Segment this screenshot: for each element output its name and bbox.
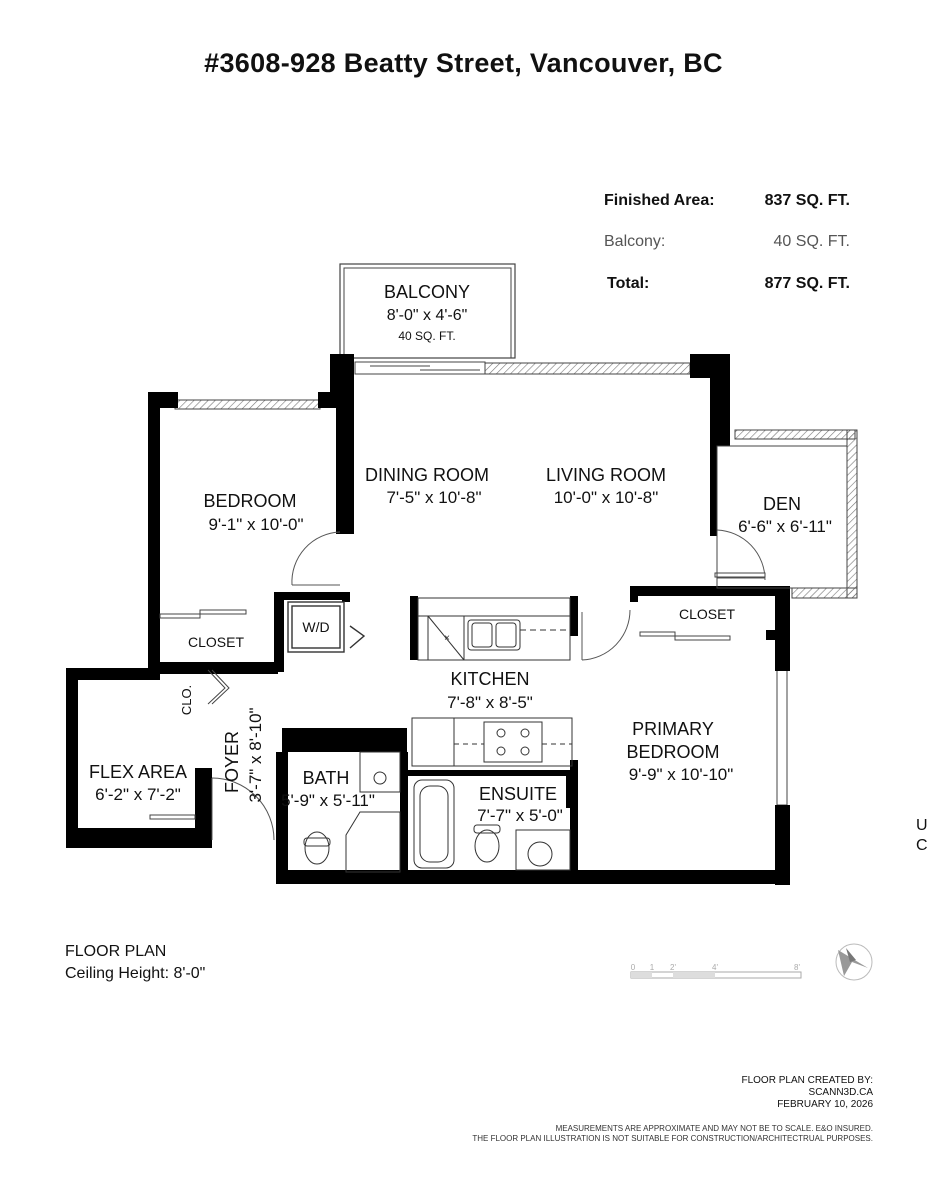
foyer-name: FOYER [222, 731, 242, 793]
scale-tick-1: 1 [650, 963, 655, 972]
credits: FLOOR PLAN CREATED BY: SCANN3D.CA FEBRUA… [741, 1075, 873, 1111]
scale-tick-0: 0 [631, 963, 636, 972]
scale-tick-4: 8' [794, 963, 800, 972]
kitchen-dims: 7'-8" x 8'-5" [447, 693, 533, 712]
credits-line-2: SCANN3D.CA [808, 1087, 873, 1098]
flex-name: FLEX AREA [89, 762, 187, 782]
total-area-value: 877 SQ. FT. [764, 275, 850, 292]
door-swings [211, 529, 766, 841]
bath-dims: 5'-9" x 5'-11" [281, 791, 375, 810]
finished-area-value: 837 SQ. FT. [764, 192, 850, 209]
ensuite-fixtures [473, 824, 571, 871]
kitchen-fixtures: × [411, 597, 573, 767]
closet-doors [149, 572, 766, 820]
den-name: DEN [763, 494, 801, 514]
den-dims: 6'-6" x 6'-11" [738, 517, 832, 536]
scale-bar: 0 1 2' 4' 8' [630, 963, 802, 979]
balcony-outline [339, 263, 516, 359]
primary-dims: 9'-9" x 10'-10" [629, 765, 734, 784]
floor-plan-label: FLOOR PLAN [65, 943, 167, 960]
closet-bed-name: CLOSET [188, 634, 244, 650]
ensuite-name: ENSUITE [479, 784, 557, 804]
bedroom-dims: 9'-1" x 10'-0" [208, 515, 303, 534]
windows [174, 362, 858, 806]
disclaimer-line-1: MEASUREMENTS ARE APPROXIMATE AND MAY NOT… [555, 1124, 873, 1133]
primary-name: PRIMARY [632, 719, 714, 739]
balcony-dims: 8'-0" x 4'-6" [387, 307, 468, 324]
page-title: #3608-928 Beatty Street, Vancouver, BC [204, 48, 723, 78]
bath-name: BATH [303, 768, 350, 788]
living-dims: 10'-0" x 10'-8" [554, 488, 659, 507]
room-labels: BALCONY 8'-0" x 4'-6" 40 SQ. FT. BEDROOM… [89, 282, 832, 825]
balcony-area-label: Balcony: [604, 233, 666, 250]
living-name: LIVING ROOM [546, 465, 666, 485]
flex-dims: 6'-2" x 7'-2" [95, 785, 181, 804]
balcony-area-value: 40 SQ. FT. [773, 233, 850, 250]
clo-chevrons [207, 669, 230, 705]
ceiling-height: Ceiling Height: 8'-0" [65, 965, 206, 982]
edge-letter-1: U [916, 817, 927, 834]
wd-name: W/D [302, 619, 329, 635]
svg-text:×: × [444, 633, 450, 644]
dining-dims: 7'-5" x 10'-8" [386, 488, 481, 507]
primary-name2: BEDROOM [626, 742, 719, 762]
scale-tick-3: 4' [712, 963, 718, 972]
north-arrow-icon [835, 943, 873, 981]
disclaimer-line-2: THE FLOOR PLAN ILLUSTRATION IS NOT SUITA… [472, 1134, 873, 1143]
foyer-dims: 3'-7" x 8'-10" [246, 707, 265, 802]
walls [66, 354, 790, 885]
credits-line-1: FLOOR PLAN CREATED BY: [741, 1075, 873, 1086]
washer-dryer [287, 601, 366, 653]
clo-name: CLO. [179, 685, 194, 715]
dining-name: DINING ROOM [365, 465, 489, 485]
kitchen-name: KITCHEN [450, 669, 529, 689]
balcony-sliding-door [354, 361, 486, 375]
den-outline [716, 445, 848, 589]
bedroom-name: BEDROOM [203, 491, 296, 511]
closet-primary-name: CLOSET [679, 606, 735, 622]
balcony-name: BALCONY [384, 282, 470, 302]
scale-tick-2: 2' [670, 963, 676, 972]
bath-fixtures [303, 751, 455, 873]
disclaimer: MEASUREMENTS ARE APPROXIMATE AND MAY NOT… [472, 1124, 873, 1144]
edge-letter-2: C [916, 837, 927, 854]
total-area-label: Total: [607, 275, 650, 292]
balcony-area: 40 SQ. FT. [398, 329, 455, 343]
credits-line-3: FEBRUARY 10, 2026 [777, 1099, 873, 1110]
finished-area-label: Finished Area: [604, 192, 715, 209]
ensuite-dims: 7'-7" x 5'-0" [477, 806, 563, 825]
